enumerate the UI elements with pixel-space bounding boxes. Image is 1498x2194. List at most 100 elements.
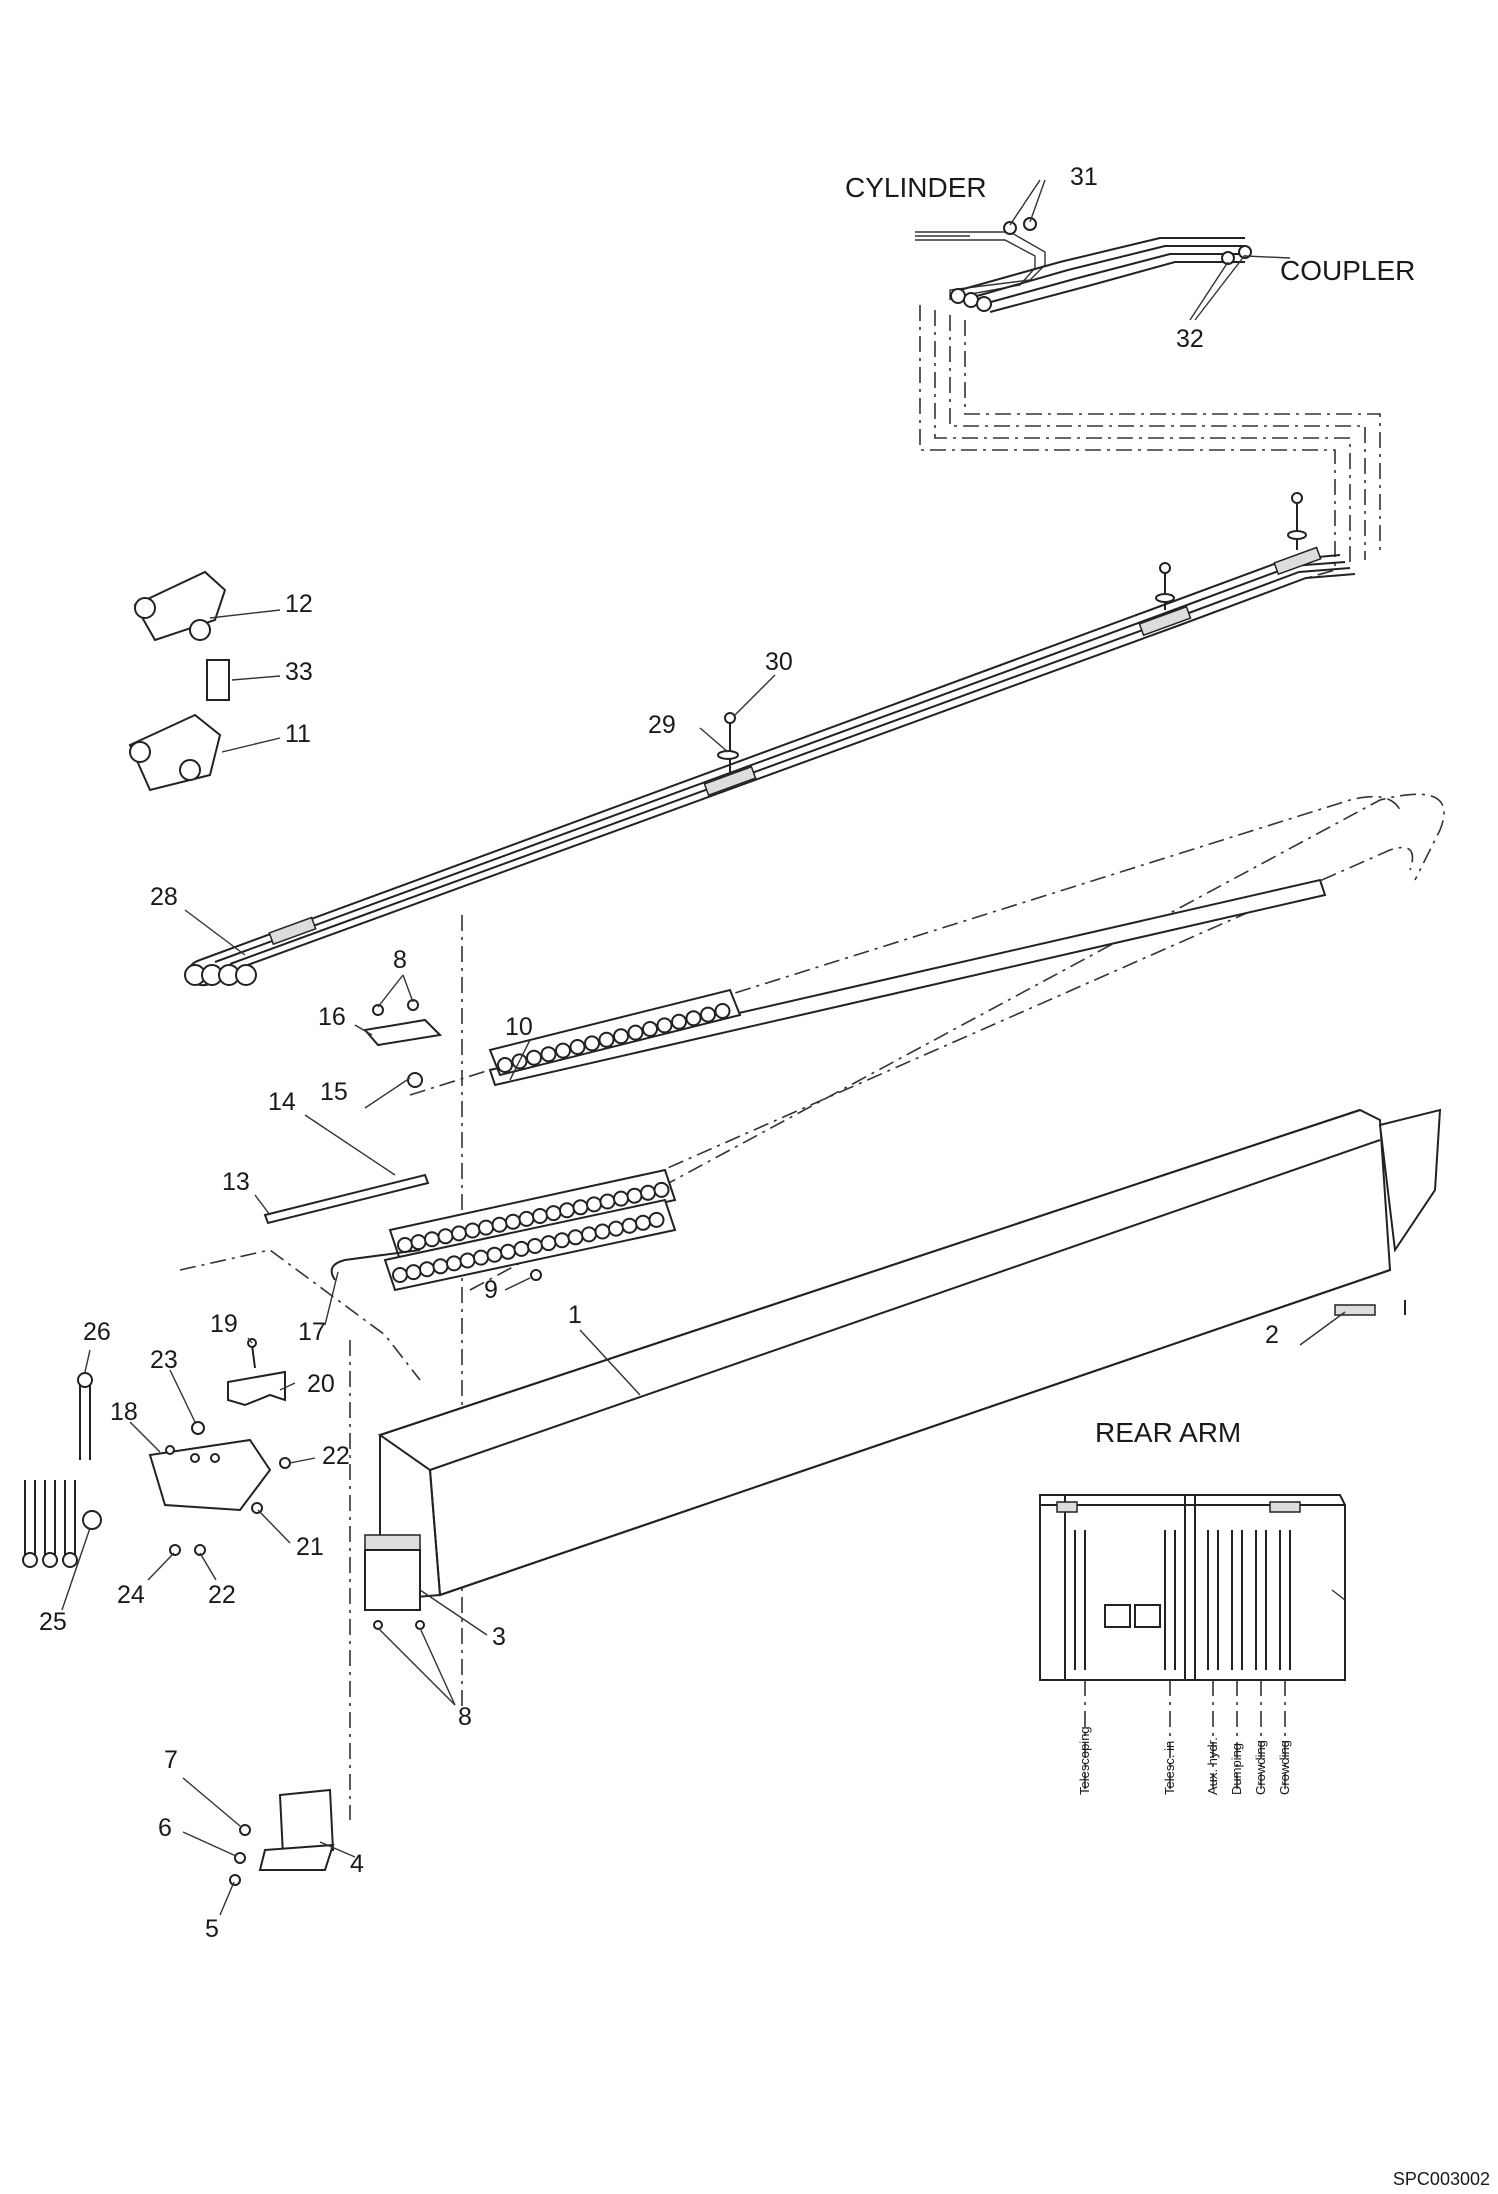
chain-link [532, 1208, 548, 1224]
chain-link [540, 1046, 557, 1063]
callout-32: 32 [1176, 325, 1204, 353]
callout-25: 25 [39, 1608, 67, 1636]
label-coupler: COUPLER [1280, 255, 1415, 286]
chain-link [545, 1205, 562, 1222]
callout-2: 2 [1265, 1321, 1279, 1349]
chain-link [554, 1232, 570, 1249]
chain-link [594, 1223, 611, 1240]
chain-link [410, 1234, 427, 1251]
chain-link [572, 1199, 589, 1216]
callout-7: 7 [164, 1746, 178, 1774]
cable-chain-10 [383, 878, 1327, 1292]
callout-26: 26 [83, 1318, 111, 1346]
callout-21: 21 [296, 1533, 324, 1561]
callout-1: 1 [568, 1301, 582, 1329]
plate-16 [363, 999, 443, 1047]
chain-link [497, 1057, 513, 1073]
callout-8-top: 8 [393, 946, 407, 974]
callout-10: 10 [505, 1013, 533, 1041]
callout-33: 33 [285, 658, 313, 686]
callout-20: 20 [307, 1370, 335, 1398]
port-label: Aux. hydr. [1205, 1737, 1220, 1795]
chain-link [500, 1243, 516, 1260]
chain-link [567, 1229, 584, 1246]
chain-link [518, 1210, 535, 1227]
chain-link [608, 1220, 624, 1237]
bracket-4 [229, 1788, 335, 1886]
chain-link [491, 1216, 508, 1233]
chain-link [584, 1035, 600, 1052]
chain-link [424, 1231, 440, 1248]
manifold-18 [148, 1421, 291, 1514]
callout-23: 23 [150, 1346, 178, 1374]
rear-arm-inset [1039, 1494, 1346, 1681]
washers-22-24 [169, 1544, 206, 1556]
chain-link [513, 1240, 530, 1257]
chain-link [478, 1219, 494, 1236]
callout-4: 4 [350, 1850, 364, 1878]
hose-loop-17 [330, 1249, 421, 1281]
chain-link [714, 1003, 731, 1019]
chain-link [635, 1214, 651, 1231]
bolt-9 [530, 1269, 542, 1281]
fittings-25-26 [22, 1372, 102, 1568]
strip-13 [263, 1173, 430, 1225]
chain-link [621, 1217, 638, 1234]
callout-12: 12 [285, 590, 313, 618]
port-label: Crowding [1253, 1740, 1268, 1795]
chain-link [459, 1252, 476, 1269]
chain-link [397, 1237, 413, 1253]
chain-link [627, 1024, 644, 1041]
label-rear-arm: REAR ARM [1095, 1417, 1241, 1448]
upper-hose-assembly [915, 217, 1381, 581]
chain-link [685, 1010, 702, 1027]
callout-13: 13 [222, 1168, 250, 1196]
chain-link [569, 1039, 586, 1055]
rear-arm-port-labels: Telescoping Telesc. in Aux. hydr. Dumping Cr… [1077, 1680, 1292, 1795]
chain-link [648, 1211, 665, 1228]
callout-28: 28 [150, 883, 178, 911]
callout-31: 31 [1070, 163, 1098, 191]
callout-15: 15 [320, 1078, 348, 1106]
chain-link [527, 1238, 543, 1254]
callout-29: 29 [648, 711, 676, 739]
port-label: Telescoping [1077, 1726, 1092, 1795]
chain-link [653, 1181, 670, 1198]
chain-link [640, 1184, 656, 1201]
callout-22-right: 22 [322, 1442, 350, 1470]
callout-5: 5 [205, 1915, 219, 1943]
port-label: Dumping [1229, 1743, 1244, 1795]
chain-link [671, 1013, 687, 1030]
chain-link [613, 1028, 629, 1045]
callout-labels: 31 32 12 33 11 30 29 28 8 16 10 15 14 13… [39, 163, 1279, 1943]
hose-bundle-28 [184, 492, 1356, 987]
callout-3: 3 [492, 1623, 506, 1651]
chain-link [540, 1235, 557, 1252]
bolt-15 [407, 1072, 423, 1088]
chain-link [586, 1196, 602, 1213]
chain-link [392, 1267, 408, 1283]
chain-link [526, 1049, 542, 1066]
chain-link-12 [133, 570, 227, 642]
plate-3 [364, 1549, 425, 1630]
chain-link [555, 1042, 571, 1059]
callout-22-bottom: 22 [208, 1581, 236, 1609]
chain-link [559, 1202, 575, 1219]
callout-14: 14 [268, 1088, 296, 1116]
port-label: Telesc. in [1162, 1741, 1177, 1795]
label-cylinder: CYLINDER [845, 172, 987, 203]
port-label: Crowding [1277, 1740, 1292, 1795]
callout-6: 6 [158, 1814, 172, 1842]
callout-30: 30 [765, 648, 793, 676]
chain-link-11 [128, 713, 222, 792]
callout-11: 11 [285, 720, 311, 748]
callout-24: 24 [117, 1581, 145, 1609]
callout-18: 18 [110, 1398, 138, 1426]
chain-link [700, 1006, 716, 1023]
chain-link [581, 1226, 597, 1243]
chain-link [599, 1193, 616, 1210]
bracket-33 [206, 659, 230, 701]
chain-link [486, 1246, 503, 1263]
chain-link [656, 1017, 673, 1034]
